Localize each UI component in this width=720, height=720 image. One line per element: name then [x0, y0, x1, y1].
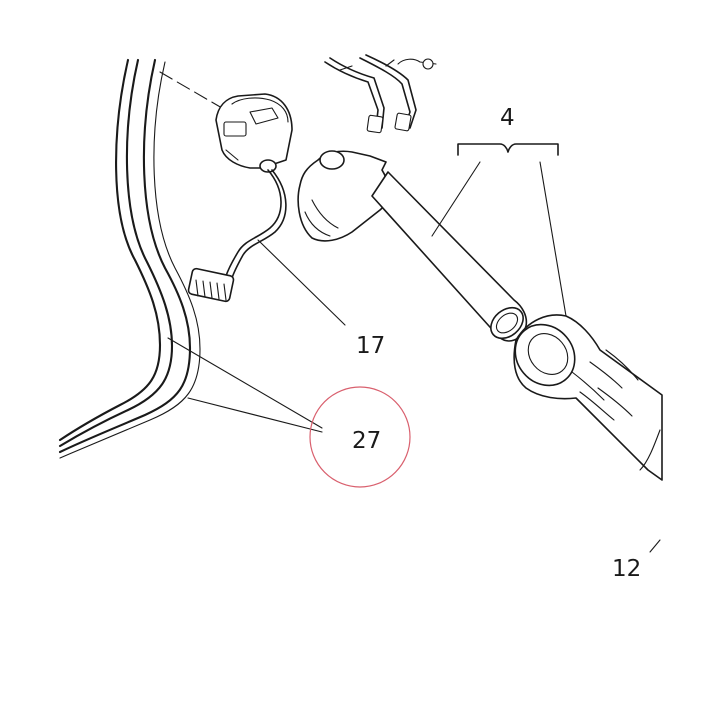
handlebar-grip: [513, 314, 663, 553]
callout-label-17: 17: [356, 333, 385, 359]
callout-label-12: 12: [612, 556, 641, 582]
callout-label-27: 27: [352, 428, 381, 454]
callout-label-4: 4: [500, 105, 515, 131]
throttle-cables: [324, 54, 437, 134]
highlight-circle: [309, 386, 411, 488]
throttle-tube: [297, 150, 528, 342]
bracket-4: [431, 143, 567, 317]
switch-housing: [159, 71, 293, 173]
cable-pair-27: [58, 58, 201, 459]
leader-lines-27: [167, 337, 323, 433]
wire-harness-17: [187, 169, 346, 326]
